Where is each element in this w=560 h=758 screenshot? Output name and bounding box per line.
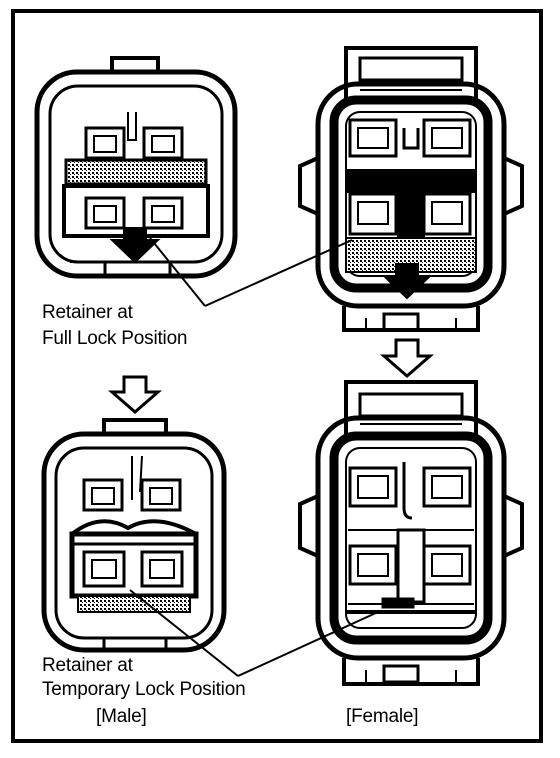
male-connector-temporary-lock: [41, 418, 227, 653]
leader-line-full-lock-female: [204, 239, 353, 307]
label-temporary-lock-line2: Temporary Lock Position: [42, 679, 246, 700]
leader-line-temporary-lock: [129, 589, 239, 677]
label-temporary-lock-line1: Retainer at: [42, 655, 133, 676]
transition-arrow-female: [379, 338, 435, 378]
leader-line-full-lock: [149, 237, 206, 307]
label-full-lock-line2: Full Lock Position: [42, 328, 188, 349]
male-connector-full-lock: [34, 56, 238, 279]
female-connector-temporary-lock: [298, 380, 524, 686]
label-full-lock-line1: Retainer at: [42, 302, 133, 323]
diagram-frame: [11, 9, 543, 743]
transition-arrow-male: [107, 375, 163, 414]
leader-line-temporary-lock-female: [237, 611, 379, 677]
female-connector-full-lock: [298, 46, 524, 332]
label-male: [Male]: [96, 706, 147, 727]
label-female: [Female]: [346, 706, 419, 727]
